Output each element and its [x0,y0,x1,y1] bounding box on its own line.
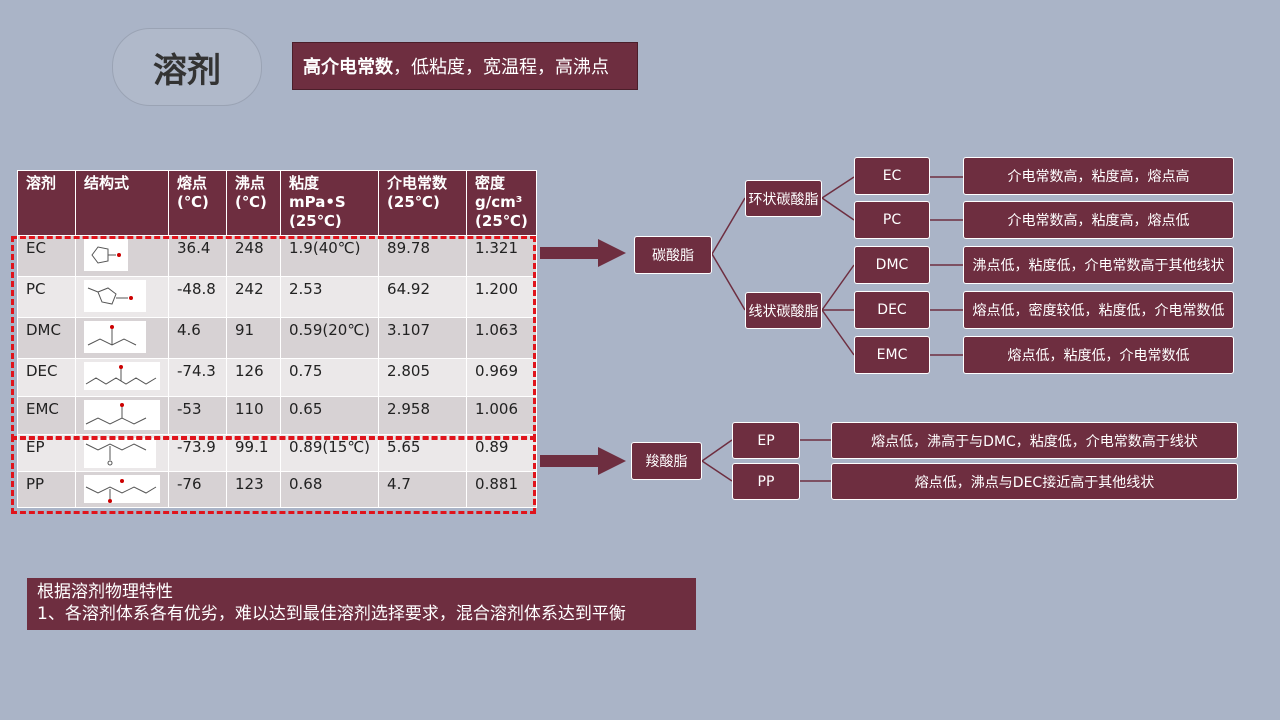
cell-density: 0.969 [466,358,538,397]
node-dmc: DMC [854,246,930,284]
cell-mp: 36.4 [168,235,227,277]
header-structure: 结构式 [75,170,169,236]
cell-dielectric: 2.958 [378,396,468,435]
cell-density: 0.881 [466,471,538,508]
cell-mp: -53 [168,396,227,435]
cell-structure [75,276,169,318]
cell-dielectric: 5.65 [378,434,468,472]
note-line-2: 1、各溶剂体系各有优劣，难以达到最佳溶剂选择要求，混合溶剂体系达到平衡 [37,604,626,624]
table-row: DMC 4.6 91 0.59(20℃) 3.107 1.063 [17,317,538,359]
dmc-structure-image [84,321,146,353]
cell-name: EMC [17,396,76,435]
node-linear-carbonate: 线状碳酸脂 [745,292,822,329]
cell-mp: -74.3 [168,358,227,397]
cell-bp: 123 [226,471,281,508]
desc-ec: 介电常数高，粘度高，熔点高 [963,157,1234,195]
cell-bp: 110 [226,396,281,435]
headline-box: 高介电常数，低粘度，宽温程，高沸点 [292,42,638,90]
node-dec: DEC [854,291,930,329]
cell-dielectric: 4.7 [378,471,468,508]
cell-viscosity: 0.75 [279,358,380,397]
carboxylate-highlight-box [11,436,536,514]
ec-structure-image [84,239,128,271]
node-carboxylate: 羧酸脂 [631,442,702,480]
cell-structure [75,235,169,277]
node-ec: EC [854,157,930,195]
cell-viscosity: 0.59(20℃) [279,317,380,359]
node-emc: EMC [854,336,930,374]
table-row: PC -48.8 242 2.53 64.92 1.200 [17,276,538,318]
node-pc: PC [854,201,930,239]
table-row: EMC -53 110 0.65 2.958 1.006 [17,396,538,435]
arrow-right-icon [540,239,626,267]
node-cyclic-carbonate: 环状碳酸脂 [745,180,822,217]
table-row: PP -76 123 0.68 4.7 0.881 [17,471,538,508]
cell-name: EC [17,235,76,277]
ep-structure-image [84,438,156,468]
cell-bp: 242 [226,276,281,318]
cell-name: PP [17,471,76,508]
header-mp: 熔点(℃) [168,170,227,236]
node-carbonate: 碳酸脂 [634,236,712,274]
pc-structure-image [84,280,146,312]
header-bp-text: 沸点(℃) [235,174,267,211]
cell-viscosity: 0.68 [279,471,380,508]
arrow-right-icon [540,447,626,475]
note-box: 根据溶剂物理特性 1、各溶剂体系各有优劣，难以达到最佳溶剂选择要求，混合溶剂体系… [27,578,696,630]
cell-viscosity: 0.65 [279,396,380,435]
header-bp: 沸点(℃) [226,170,281,236]
cell-structure [75,317,169,359]
note-line-1: 根据溶剂物理特性 [37,582,173,602]
cell-density: 1.063 [466,317,538,359]
cell-bp: 91 [226,317,281,359]
headline-rest: ，低粘度，宽温程，高沸点 [393,57,609,78]
cell-mp: -76 [168,471,227,508]
cell-structure [75,396,169,435]
header-mp-text: 熔点(℃) [177,174,209,211]
cell-viscosity: 0.89(15℃) [279,434,380,472]
table-row: EP -73.9 99.1 0.89(15℃) 5.65 0.89 [17,434,538,472]
cell-viscosity: 2.53 [279,276,380,318]
cell-density: 1.200 [466,276,538,318]
cell-structure [75,434,169,472]
emc-structure-image [84,400,160,430]
cell-name: EP [17,434,76,472]
header-solvent: 溶剂 [17,170,76,236]
desc-pc: 介电常数高，粘度高，熔点低 [963,201,1234,239]
cell-mp: -48.8 [168,276,227,318]
table-row: DEC -74.3 126 0.75 2.805 0.969 [17,358,538,397]
cell-bp: 99.1 [226,434,281,472]
desc-dmc: 沸点低，粘度低，介电常数高于其他线状 [963,246,1234,284]
header-dielectric-text: 介电常数(25℃) [387,174,448,211]
cell-bp: 248 [226,235,281,277]
pp-structure-image [84,475,160,503]
dec-structure-image [84,362,160,390]
desc-ep: 熔点低，沸高于与DMC，粘度低，介电常数高于线状 [831,422,1238,459]
node-ep: EP [732,422,800,459]
cell-dielectric: 64.92 [378,276,468,318]
cell-density: 1.006 [466,396,538,435]
desc-pp: 熔点低，沸点与DEC接近高于其他线状 [831,463,1238,500]
node-pp: PP [732,463,800,500]
page-title: 溶剂 [112,28,262,106]
cell-mp: -73.9 [168,434,227,472]
cell-name: DMC [17,317,76,359]
table-row: EC 36.4 248 1.9(40℃) 89.78 1.321 [17,235,538,277]
headline-bold: 高介电常数 [303,57,393,78]
desc-emc: 熔点低，粘度低，介电常数低 [963,336,1234,374]
cell-dielectric: 2.805 [378,358,468,397]
desc-dec: 熔点低，密度较低，粘度低，介电常数低 [963,291,1234,329]
cell-structure [75,358,169,397]
cell-structure [75,471,169,508]
cell-dielectric: 3.107 [378,317,468,359]
cell-name: DEC [17,358,76,397]
